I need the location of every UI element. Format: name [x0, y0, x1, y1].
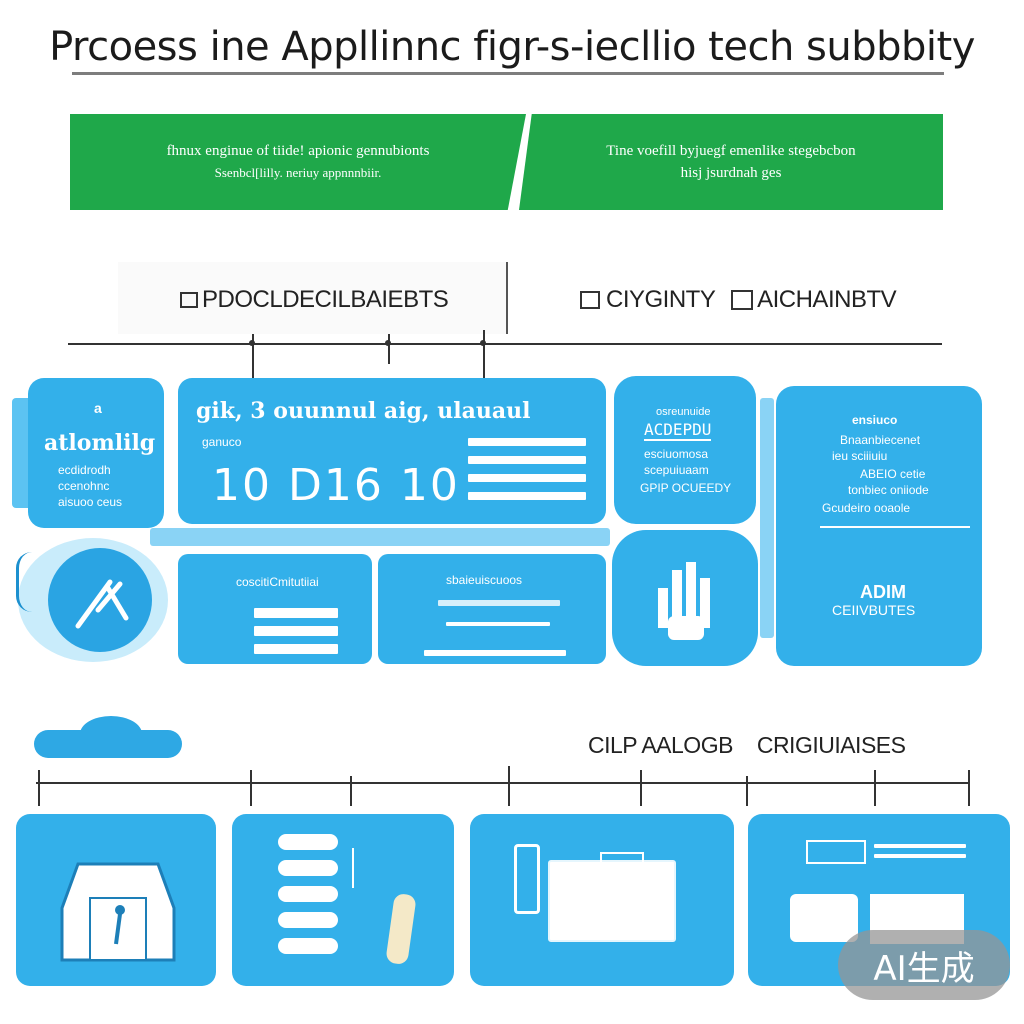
title-underline: [72, 72, 944, 75]
section1-left-heading: PDOCLDECILBAIEBTS: [180, 286, 449, 314]
card2-bar-1: [468, 438, 586, 446]
folder-icon: [548, 860, 676, 942]
card2-header: gik, 3 ouunnul aig, ulauaul: [196, 398, 531, 424]
timeline-node: [249, 340, 255, 346]
card4-line1: ensiuco: [852, 413, 898, 427]
doc-icon: [180, 292, 198, 308]
card6-bar-2: [446, 622, 550, 626]
section2-timeline: [36, 782, 970, 784]
metric-card-2[interactable]: gik, 3 ouunnul aig, ulauaul ganuco 10 D1…: [178, 378, 606, 524]
card4-divider: [820, 526, 970, 528]
card5-bar-1: [254, 608, 338, 618]
card4-line6: Gcudeiro ooaole: [822, 501, 911, 515]
banner-right-line1: Tine voefill byjuegf emenlike stegebcbon: [606, 143, 856, 159]
card1-line3: aisuoo ceus: [58, 495, 123, 509]
card4-line4: ABEIO cetie: [860, 467, 926, 481]
timeline-tick: [250, 770, 252, 806]
dice-icon: [790, 894, 858, 942]
stack-bar-2: [278, 860, 338, 876]
card2-bar-2: [468, 456, 586, 464]
bottom-card-1[interactable]: [16, 814, 216, 986]
card3-line3: esciuomosa: [644, 447, 709, 461]
metric-card-1[interactable]: a atlomlilg ecdidrodh ccenohnc aisuoo ce…: [28, 378, 164, 528]
card3-line2: ACDEPDU: [644, 420, 712, 441]
card3-line5: GPIP OCUEEDY: [640, 481, 732, 495]
stack-bar-1: [278, 834, 338, 850]
info-card-5[interactable]: coscitiCmitutiiai: [178, 554, 372, 664]
timeline-tick: [968, 770, 970, 806]
stack-bar-3: [278, 886, 338, 902]
card2-number: 10 D16 10: [212, 460, 460, 511]
rocket-icon: [75, 579, 129, 629]
card4-toolbar: [806, 840, 866, 864]
card4-toolbar-bar-2: [874, 854, 966, 858]
timeline-tick: [483, 330, 485, 378]
mid-connector-bar: [150, 528, 610, 546]
card3-line1: osreunuide: [656, 406, 711, 418]
card2-bar-4: [468, 492, 586, 500]
banner-right: Tine voefill byjuegf emenlike stegebcbon…: [519, 114, 943, 210]
timeline-tick: [38, 770, 40, 806]
banner-left-line2: Ssenbcl[lilly. neriuy appnnnbiir.: [214, 165, 382, 180]
chip-icon: [731, 290, 754, 310]
timeline-node: [385, 340, 391, 346]
card5-bar-2: [254, 626, 338, 636]
tablet-icon: [514, 844, 540, 914]
section1-timeline: [68, 343, 942, 345]
card4-line2: Bnaanbiecenet: [840, 433, 921, 447]
left-connector-bar: [12, 398, 32, 508]
section1-left-heading-box: [118, 262, 508, 334]
stack-bar-5: [278, 938, 338, 954]
card3-line4: scepuiuaam: [644, 463, 709, 477]
info-card-6[interactable]: sbaieuiscuoos: [378, 554, 606, 664]
ai-generated-badge: AI生成: [838, 930, 1010, 1000]
satellite-icon: [16, 552, 48, 612]
timeline-tick: [350, 776, 352, 806]
folder-tab: [600, 852, 644, 864]
timeline-tick: [388, 334, 390, 364]
section2-heading: CILP AALOGB CRIGIUIAISES: [588, 732, 906, 758]
timeline-tick: [746, 776, 748, 806]
card1-title: atlomlilg: [44, 430, 156, 456]
stack-bar-4: [278, 912, 338, 928]
card6-title: sbaieuiscuoos: [446, 573, 523, 587]
banner-right-line2: hisj jsurdnah ges: [680, 165, 782, 181]
timeline-node: [480, 340, 486, 346]
section1-right-heading: CIYGINTY AICHAINBTV: [580, 286, 897, 314]
card4-line5: tonbiec oniiode: [848, 483, 929, 497]
card4-toolbar-bar-1: [874, 844, 966, 848]
timeline-tick: [252, 334, 254, 378]
page-title: Prcoess ine Appllinnc figr-s-iecllio tec…: [49, 24, 975, 70]
metric-card-4[interactable]: ensiuco Bnaanbiecenet ieu sciiiuiu ABEIO…: [776, 386, 982, 666]
card1-small-label: a: [94, 400, 102, 416]
timeline-tick: [874, 770, 876, 806]
icon-card-7[interactable]: [612, 530, 758, 666]
banner-left: fhnux enginue of tiide! apionic gennubio…: [70, 114, 526, 210]
rocket-circle[interactable]: [48, 548, 152, 652]
card4-line7: ADIM: [860, 582, 906, 602]
timeline-tick: [508, 766, 510, 806]
grid-icon: [580, 291, 600, 309]
building-icon: [60, 862, 176, 962]
cloud-shape-top: [80, 716, 142, 752]
bottom-card-3[interactable]: [470, 814, 734, 986]
card5-title: coscitiCmitutiiai: [236, 575, 319, 589]
banner-left-line1: fhnux enginue of tiide! apionic gennubio…: [166, 143, 430, 159]
card6-bar-3: [424, 650, 566, 656]
card2-sub: ganuco: [202, 435, 242, 449]
metric-card-3[interactable]: osreunuide ACDEPDU esciuomosa scepuiuaam…: [614, 376, 756, 524]
card4-line3: ieu sciiiuiu: [832, 449, 888, 463]
bottom-card-2[interactable]: [232, 814, 454, 986]
card1-line2: ccenohnc: [58, 479, 110, 493]
card-divider: [352, 848, 354, 888]
timeline-tick: [640, 770, 642, 806]
right-connector-bar: [760, 398, 774, 638]
card1-line1: ecdidrodh: [58, 463, 111, 477]
card5-bar-3: [254, 644, 338, 654]
card4-line8: CEIIVBUTES: [832, 602, 916, 618]
pointer-icon: [385, 892, 417, 966]
card2-bar-3: [468, 474, 586, 482]
card6-bar-1: [438, 600, 560, 606]
hand-icon: [658, 562, 710, 640]
